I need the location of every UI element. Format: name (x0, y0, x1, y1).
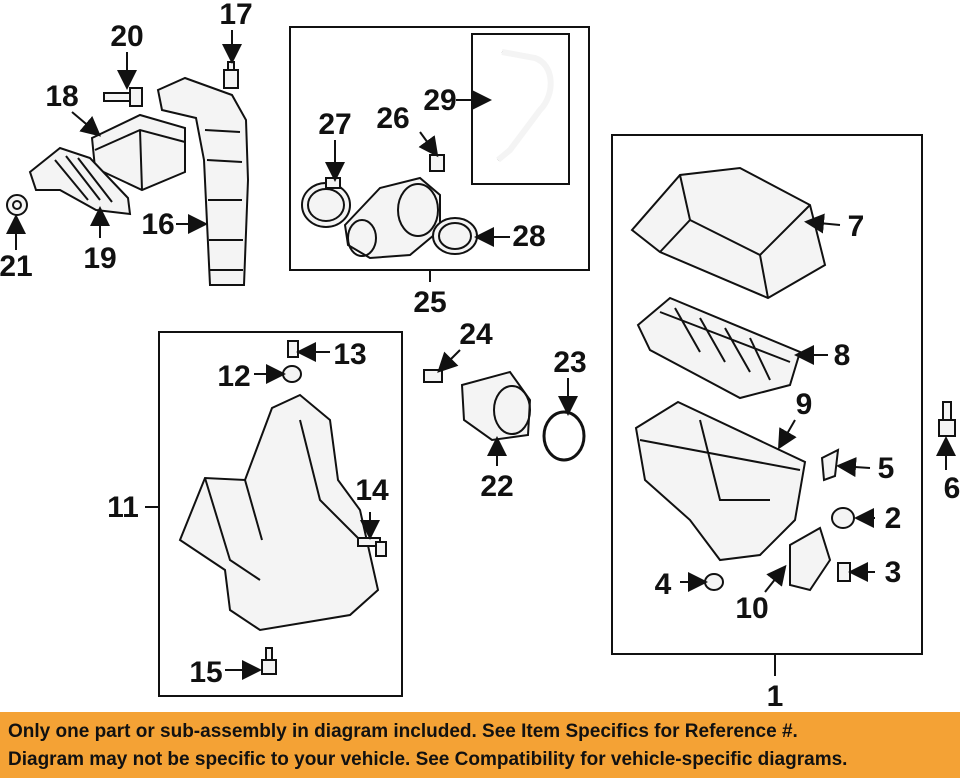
group-box-11 (158, 331, 403, 697)
callout-29: 29 (423, 84, 456, 117)
callout-19: 19 (83, 242, 116, 275)
callout-15: 15 (189, 656, 222, 689)
callout-1: 1 (767, 680, 784, 712)
bolt-17 (223, 61, 239, 89)
grommet-4 (704, 573, 724, 591)
callout-10: 10 (735, 592, 768, 625)
ecu-block-18 (90, 113, 186, 192)
disclaimer-banner: Only one part or sub-assembly in diagram… (0, 712, 960, 778)
callout-16: 16 (141, 208, 174, 241)
callout-28: 28 (512, 220, 545, 253)
callout-8: 8 (834, 339, 851, 372)
insulator-13 (287, 340, 299, 358)
callout-26: 26 (376, 102, 409, 135)
callout-9: 9 (796, 388, 813, 421)
bracket-19 (28, 146, 132, 216)
air-duct-16 (156, 76, 250, 286)
callout-numbers: 1 2 3 4 5 6 7 8 9 10 11 12 13 14 15 16 1… (0, 0, 960, 712)
callout-12: 12 (217, 360, 250, 393)
bolt-20 (103, 87, 143, 107)
callout-21: 21 (0, 250, 33, 283)
breather-hose-29 (496, 49, 554, 163)
hose-clamp-27 (301, 177, 351, 228)
air-cleaner-body-9 (634, 400, 807, 562)
air-filter-8 (636, 296, 802, 400)
callout-4: 4 (655, 568, 672, 601)
callout-18: 18 (45, 80, 78, 113)
callout-24: 24 (459, 318, 493, 351)
callout-2: 2 (885, 502, 902, 535)
group-box-25 (289, 26, 590, 271)
callout-17: 17 (219, 0, 252, 31)
grommet-21 (6, 194, 28, 216)
seal-10 (789, 526, 832, 592)
callout-13: 13 (333, 338, 366, 371)
sensor-bolt-24 (423, 369, 443, 383)
callout-27: 27 (318, 108, 351, 141)
bolt-15 (261, 647, 277, 675)
bracket-5 (820, 448, 840, 482)
intake-hose-25 (343, 176, 441, 260)
disclaimer-line-1: Only one part or sub-assembly in diagram… (8, 721, 798, 742)
callout-14: 14 (355, 474, 389, 507)
group-box-1 (611, 134, 923, 655)
clip-26 (429, 154, 445, 172)
callout-3: 3 (885, 556, 902, 589)
disclaimer-line-2: Diagram may not be specific to your vehi… (8, 749, 848, 770)
resonator-11 (178, 393, 380, 632)
callout-5: 5 (878, 452, 895, 485)
air-cleaner-cover-7 (630, 166, 827, 300)
callout-7: 7 (848, 210, 865, 243)
callout-20: 20 (110, 20, 143, 53)
callout-arrows (5, 30, 956, 680)
bolt-6 (938, 401, 956, 437)
callout-6: 6 (944, 472, 960, 505)
callout-25: 25 (413, 286, 446, 319)
grommet-2 (831, 507, 855, 529)
maf-sensor-22 (460, 370, 532, 442)
callout-23: 23 (553, 346, 586, 379)
grommet-12 (282, 365, 302, 383)
hose-clamp-28 (432, 217, 478, 255)
callout-22: 22 (480, 470, 513, 503)
insulator-3 (837, 562, 851, 582)
o-ring-23 (542, 410, 586, 462)
parts-diagram: 1 2 3 4 5 6 7 8 9 10 11 12 13 14 15 16 1… (0, 0, 960, 712)
callout-11: 11 (107, 491, 139, 524)
